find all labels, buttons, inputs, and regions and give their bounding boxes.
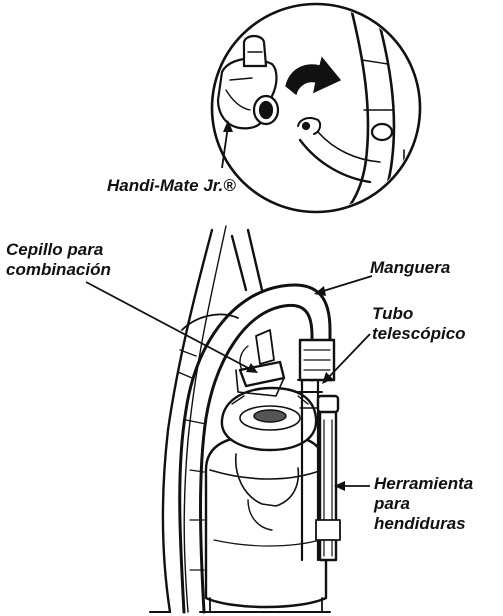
label-tubo-line1: Tubo — [372, 304, 466, 324]
label-herramienta-line1: Herramienta — [374, 474, 473, 494]
label-manguera: Manguera — [370, 258, 450, 278]
leader-manguera — [320, 276, 372, 292]
zoom-circle — [212, 4, 420, 230]
label-herramienta-line2: para — [374, 494, 473, 514]
handle-shaft — [248, 230, 262, 290]
label-tubo: Tubo telescópico — [372, 304, 466, 344]
label-handi-mate: Handi-Mate Jr.® — [107, 176, 236, 196]
label-cepillo-line2: combinación — [6, 260, 111, 280]
combination-brush — [240, 362, 284, 386]
label-herramienta-line3: hendiduras — [374, 514, 473, 534]
canister-body — [206, 436, 326, 607]
label-herramienta: Herramienta para hendiduras — [374, 474, 473, 534]
label-cepillo: Cepillo para combinación — [6, 240, 111, 280]
leader-cepillo — [86, 282, 252, 370]
label-cepillo-line1: Cepillo para — [6, 240, 111, 260]
label-tubo-line2: telescópico — [372, 324, 466, 344]
